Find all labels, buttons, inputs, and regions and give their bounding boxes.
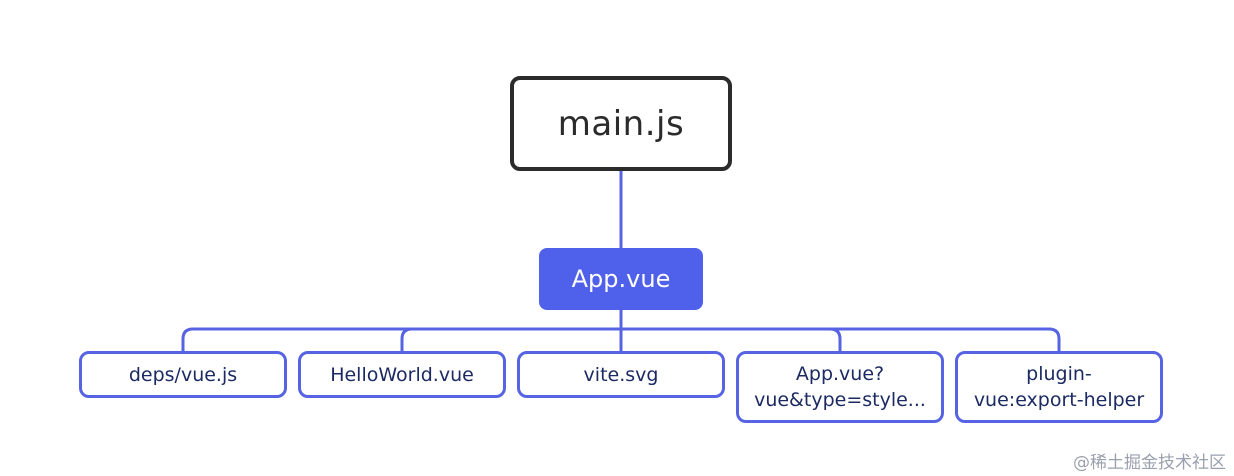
- leaf-node-label: vite.svg: [583, 363, 659, 386]
- leaf-node-label: App.vue? vue&type=style...: [754, 363, 926, 411]
- hub-node-label: App.vue: [571, 265, 671, 293]
- leaf-node-label: plugin- vue:export-helper: [973, 363, 1145, 411]
- hub-node-app-vue: App.vue: [539, 248, 703, 310]
- connector-bus-plugin: [619, 327, 1061, 353]
- connector-bus-appstyle: [619, 327, 842, 353]
- connector-bus-helloworld: [400, 327, 623, 353]
- watermark-text: @稀土掘金技术社区: [1073, 453, 1226, 473]
- leaf-node-app-vue-style: App.vue? vue&type=style...: [736, 351, 944, 423]
- leaf-node-plugin-vue: plugin- vue:export-helper: [955, 351, 1163, 423]
- leaf-node-helloworld: HelloWorld.vue: [298, 351, 506, 398]
- root-node-label: main.js: [557, 103, 685, 144]
- leaf-node-label: deps/vue.js: [128, 363, 238, 386]
- leaf-node-deps-vue: deps/vue.js: [79, 351, 287, 398]
- connector-bus-deps: [181, 327, 623, 353]
- leaf-node-label: HelloWorld.vue: [330, 363, 474, 386]
- leaf-node-vite-svg: vite.svg: [517, 351, 725, 398]
- root-node-main-js: main.js: [510, 76, 732, 171]
